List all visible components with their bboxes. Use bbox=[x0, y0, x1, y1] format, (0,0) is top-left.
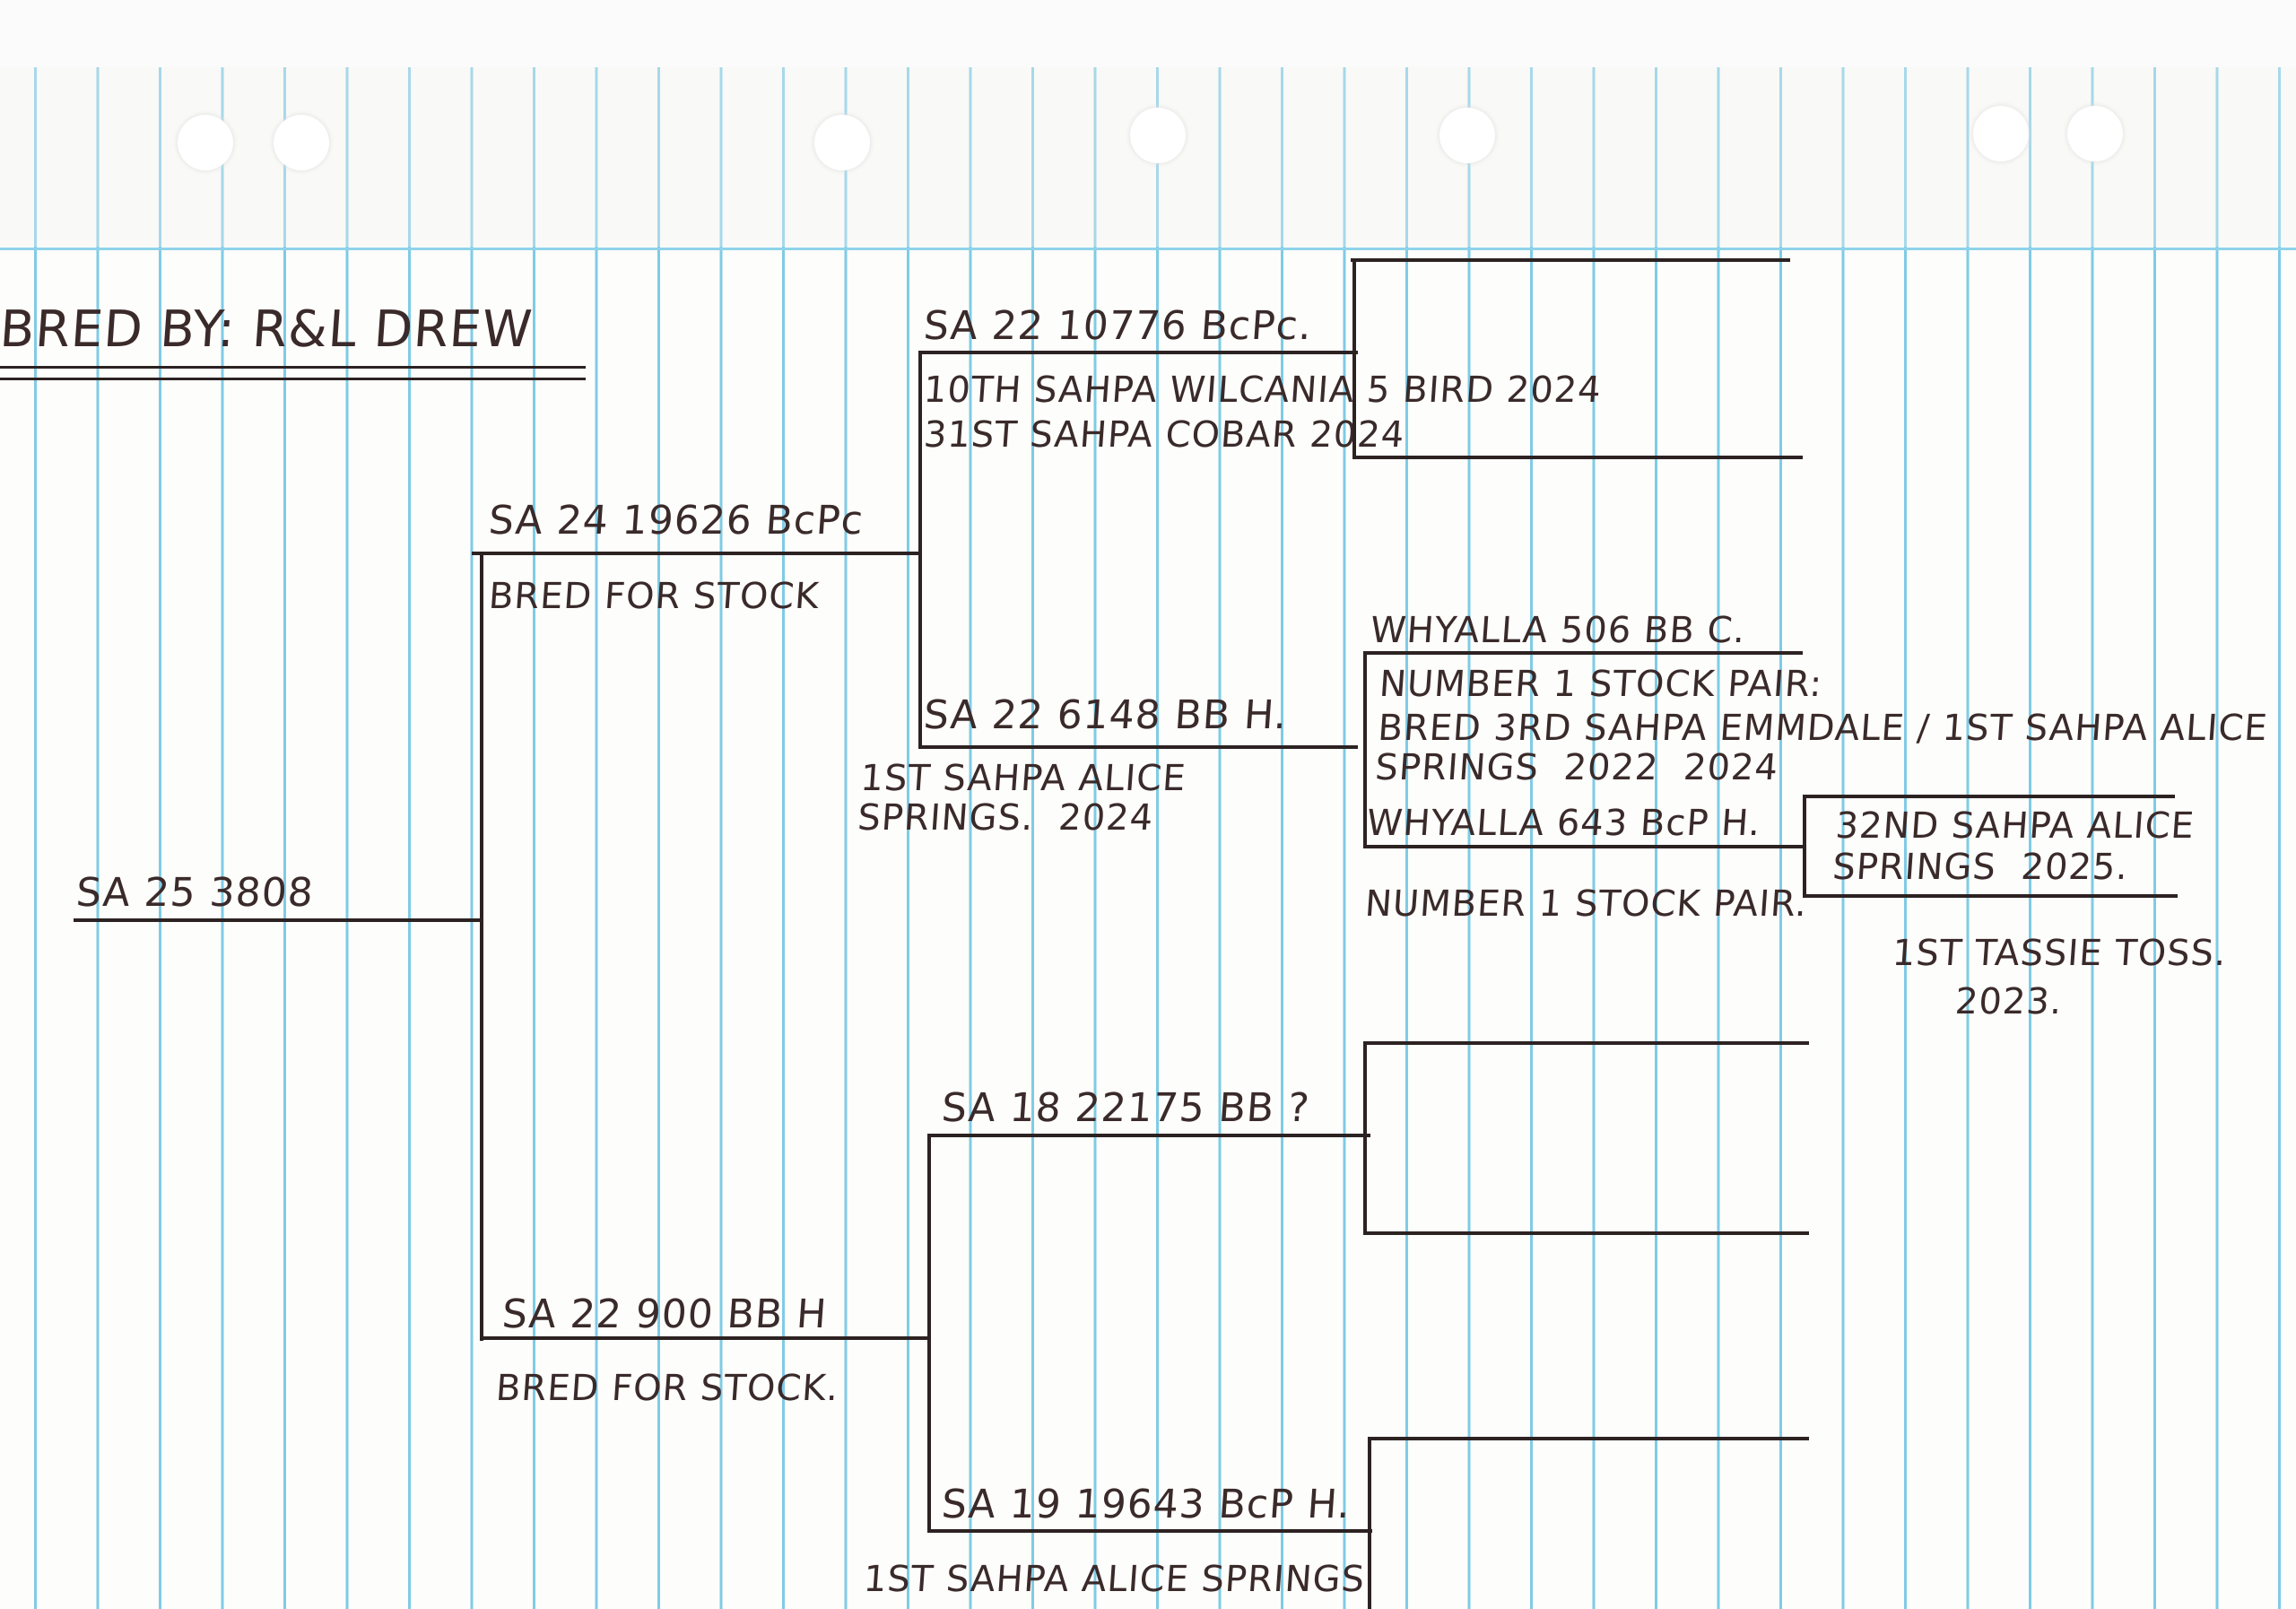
sd-bred-note: BRED 3RD SAHPA EMMDALE / 1ST SAHPA ALICE… bbox=[1373, 708, 2270, 788]
dam-line bbox=[483, 1336, 927, 1340]
sire-dam-award-year: 2024 bbox=[1057, 797, 1155, 839]
ss-dam-line bbox=[1354, 456, 1803, 459]
punch-hole bbox=[178, 115, 233, 170]
sdd-award-year: 2023. bbox=[1953, 981, 2065, 1022]
sdd-bottom-line bbox=[1803, 894, 2178, 898]
sire-dam-line bbox=[918, 745, 1358, 749]
sd-dam-line bbox=[1363, 845, 1805, 848]
punch-hole bbox=[1439, 108, 1495, 163]
sd-sire-line bbox=[1363, 651, 1803, 655]
sire-name: SA 24 19626 BcPc bbox=[487, 498, 865, 544]
sd-bred-year: 2024 bbox=[1682, 747, 1780, 788]
breeder-title: BRED BY: R&L DREW bbox=[0, 300, 535, 359]
sire-dam-award-block: 1ST SAHPA ALICE SPRINGS. 2024 bbox=[857, 758, 1328, 839]
sdd-bracket bbox=[1803, 796, 1806, 897]
subject-line bbox=[74, 918, 483, 922]
dam-dam-name: SA 19 19643 BcP H. bbox=[940, 1482, 1352, 1527]
sdd-award-block: 32ND SAHPA ALICE SPRINGS 2025. bbox=[1831, 805, 2285, 888]
ss-sire-line bbox=[1351, 258, 1790, 262]
sire-line bbox=[472, 552, 922, 555]
punch-hole bbox=[1130, 108, 1186, 163]
bracket-ss bbox=[1352, 260, 1356, 459]
sire-note: BRED FOR STOCK bbox=[487, 576, 822, 617]
punch-hole bbox=[274, 115, 329, 170]
bracket-dd bbox=[1368, 1439, 1371, 1609]
bracket-gen1 bbox=[480, 553, 483, 1341]
dam-sire-name: SA 18 22175 BB ? bbox=[940, 1085, 1312, 1131]
sdd-award-year: 2025. bbox=[2019, 847, 2130, 888]
punch-hole bbox=[1973, 106, 2029, 161]
punch-hole bbox=[814, 115, 870, 170]
sdd-award: 32ND SAHPA ALICE SPRINGS bbox=[1831, 805, 2196, 888]
dd-sire-line bbox=[1368, 1437, 1809, 1440]
bracket-sd bbox=[1363, 652, 1367, 848]
sd-pair-note: NUMBER 1 STOCK PAIR: bbox=[1378, 664, 1824, 705]
dam-sire-line bbox=[927, 1134, 1370, 1137]
sire-sire-award: 10TH SAHPA WILCANIA 5 BIRD 2024 bbox=[922, 370, 1604, 411]
lined-paper bbox=[0, 67, 2296, 1609]
sd-sire-name: WHYALLA 506 BB C. bbox=[1369, 610, 1747, 651]
sire-sire-name: SA 22 10776 BcPc. bbox=[922, 303, 1314, 349]
sdd-top-line bbox=[1803, 795, 2175, 798]
sire-dam-name: SA 22 6148 BB H. bbox=[922, 692, 1290, 738]
bracket-ds bbox=[1363, 1043, 1367, 1235]
dam-note: BRED FOR STOCK. bbox=[494, 1368, 840, 1409]
bracket-sire bbox=[918, 352, 922, 749]
dam-name: SA 22 900 BB H bbox=[500, 1292, 830, 1337]
title-underline bbox=[0, 378, 586, 380]
sire-sire-line bbox=[918, 351, 1358, 354]
margin-line bbox=[0, 248, 2296, 250]
dam-dam-line bbox=[927, 1529, 1372, 1533]
sd-bred-block: BRED 3RD SAHPA EMMDALE / 1ST SAHPA ALICE… bbox=[1373, 708, 2276, 788]
subject-name: SA 25 3808 bbox=[74, 870, 316, 916]
sd-dam-name: WHYALLA 643 BcP H. bbox=[1365, 803, 1762, 844]
sd-bred-year: 2022 bbox=[1561, 747, 1661, 788]
bracket-dam bbox=[927, 1135, 931, 1532]
ds-dam-line bbox=[1363, 1231, 1809, 1235]
sd-dam-note: NUMBER 1 STOCK PAIR. bbox=[1363, 883, 1809, 925]
title-underline bbox=[0, 366, 586, 369]
sdd-award: 1ST TASSIE TOSS. bbox=[1891, 933, 2229, 974]
dam-dam-award: 1ST SAHPA ALICE SPRINGS bbox=[862, 1559, 1367, 1600]
ds-sire-line bbox=[1363, 1041, 1809, 1045]
sire-sire-award: 31ST SAHPA COBAR 2024 bbox=[922, 414, 1406, 456]
punch-hole bbox=[2067, 106, 2123, 161]
